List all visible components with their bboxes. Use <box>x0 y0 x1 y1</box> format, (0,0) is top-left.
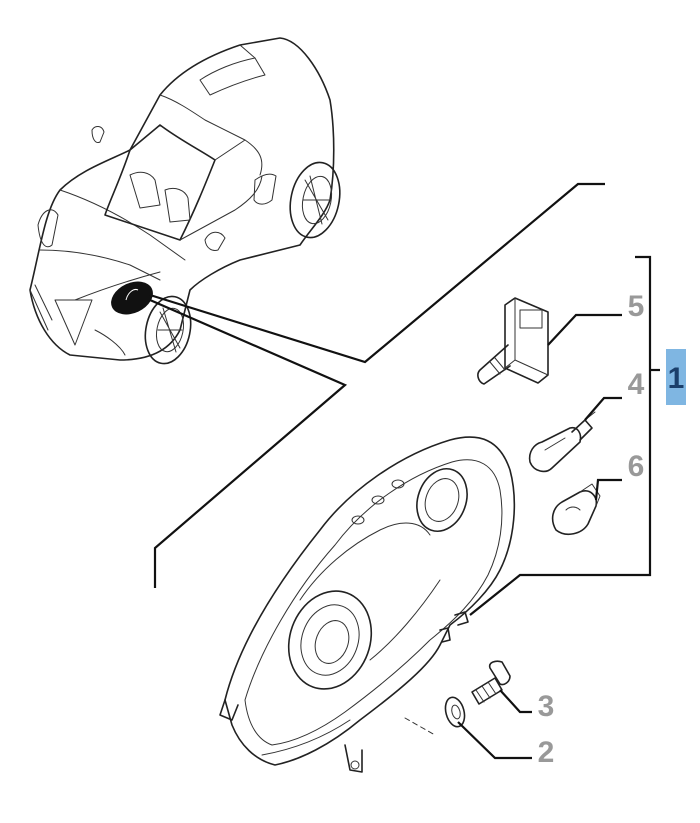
headlamp-location-marker <box>111 281 153 315</box>
bulb-xenon-part <box>477 297 549 385</box>
callout-3-label: 3 <box>538 690 555 723</box>
headlamp-assembly <box>219 436 516 773</box>
washer-part <box>444 696 466 728</box>
callout-6-label: 6 <box>628 450 645 483</box>
callout-leaders <box>457 255 660 760</box>
bulb-small-part <box>551 483 601 536</box>
car-illustration <box>29 37 341 365</box>
callout-1-label: 1 <box>668 362 685 395</box>
zoom-leader-lines <box>149 182 605 588</box>
callout-1-highlight <box>666 349 686 405</box>
callout-5-label: 5 <box>628 290 645 323</box>
callout-4-label: 4 <box>628 368 645 401</box>
bulb-h7-part <box>528 411 596 473</box>
callout-2-label: 2 <box>538 736 555 769</box>
screw-part <box>471 660 511 705</box>
